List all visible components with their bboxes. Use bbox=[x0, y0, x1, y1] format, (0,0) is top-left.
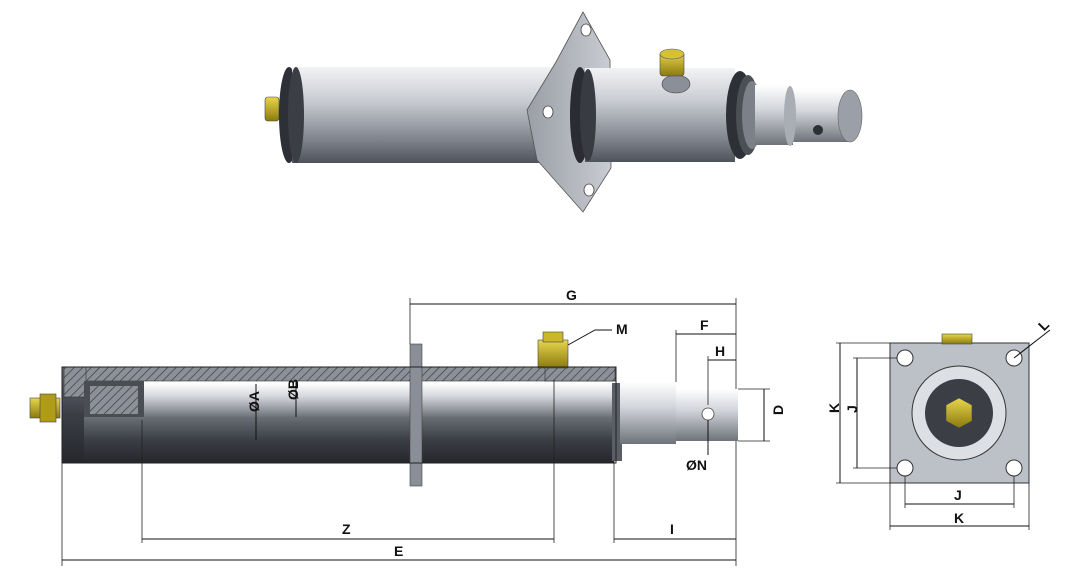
label-a: ØA bbox=[246, 391, 262, 412]
cylinder-section-view bbox=[29, 331, 738, 487]
dimensions-section bbox=[61, 298, 770, 566]
dimensions-end-view bbox=[836, 329, 1051, 530]
flange-end-view bbox=[889, 333, 1030, 484]
label-l: L bbox=[1035, 316, 1053, 334]
label-j-side: J bbox=[844, 405, 860, 413]
label-b: ØB bbox=[285, 379, 301, 400]
label-f: F bbox=[700, 317, 709, 333]
label-e: E bbox=[394, 543, 403, 559]
cylinder-3d-view bbox=[264, 11, 863, 213]
label-d: D bbox=[770, 405, 786, 415]
label-z: Z bbox=[342, 521, 351, 537]
label-k-bottom: K bbox=[954, 510, 964, 526]
label-n: ØN bbox=[686, 457, 707, 473]
label-g: G bbox=[566, 287, 577, 303]
label-i: I bbox=[670, 521, 674, 537]
label-j-bottom: J bbox=[954, 487, 962, 503]
label-m: M bbox=[616, 321, 628, 337]
label-h: H bbox=[715, 343, 725, 359]
label-k-side: K bbox=[826, 403, 842, 413]
